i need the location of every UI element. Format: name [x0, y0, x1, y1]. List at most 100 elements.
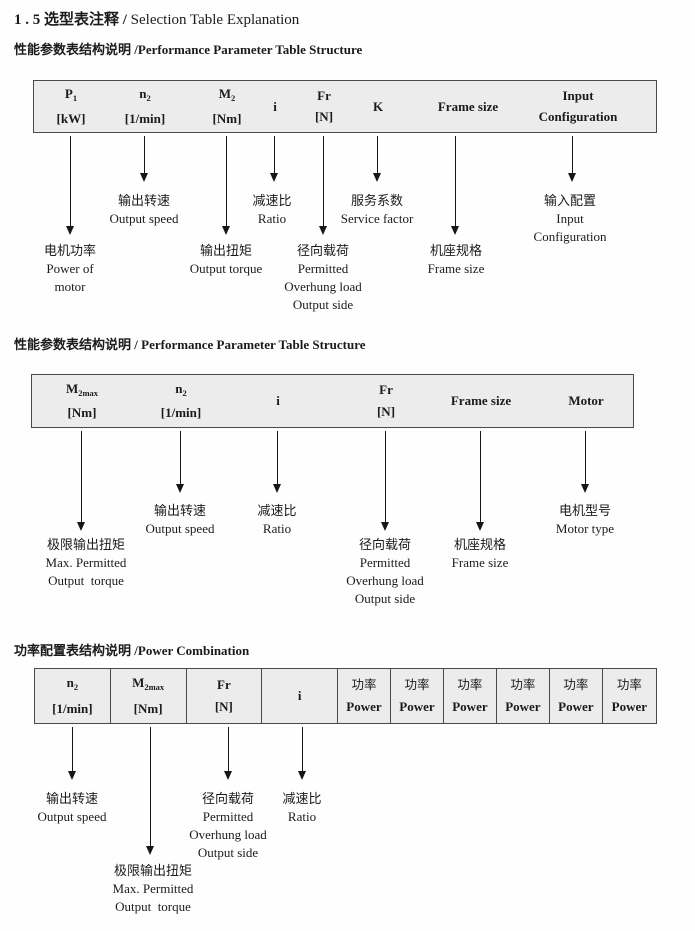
col-header-n2: n2 [1/min]: [35, 669, 111, 723]
col-header-frame-size: Frame size: [438, 81, 498, 132]
label-motor-type: 电机型号 Motor type: [556, 502, 614, 538]
col-symbol: Motor: [568, 393, 604, 408]
label-output-torque: 输出扭矩 Output torque: [190, 242, 263, 278]
col-header-input-configuration: Input Configuration: [539, 81, 618, 132]
section3-heading-cn: 功率配置表结构说明: [14, 643, 135, 658]
col-symbol: M2max: [65, 380, 99, 398]
arrow-head-icon: [66, 226, 74, 235]
col-header-power-2: 功率 Power: [391, 669, 444, 723]
col-header-i: i: [273, 81, 277, 132]
arrow-shaft: [571, 136, 573, 174]
arrow-head-icon: [270, 173, 278, 182]
arrow-head-icon: [77, 522, 85, 531]
col-symbol: n2: [175, 380, 187, 398]
col-symbol: Frame size: [437, 98, 499, 114]
col-header-power-5: 功率 Power: [550, 669, 603, 723]
col-symbol: 功率: [563, 677, 589, 692]
label-line: motor: [54, 279, 86, 294]
label-overhung-load: 径向载荷 Permitted Overhung load Output side: [284, 242, 362, 314]
arrow-head-icon: [222, 226, 230, 235]
section2-heading: 性能参数表结构说明 / Performance Parameter Table …: [14, 334, 366, 353]
col-unit: [1/min]: [124, 110, 166, 126]
col-header-m2max: M2max [Nm]: [66, 375, 98, 427]
arrow-frame-size: [476, 431, 484, 531]
arrow-head-icon: [140, 173, 148, 182]
col-header-fr: Fr [N]: [315, 81, 333, 132]
col-header-power-1: 功率 Power: [338, 669, 391, 723]
label-line: Max. Permitted: [112, 881, 194, 896]
arrow-output-speed: [140, 136, 148, 182]
col-symbol: M2max: [132, 675, 165, 693]
label-line: Output torque: [48, 573, 124, 588]
arrow-shaft: [227, 727, 229, 772]
col-unit: Power: [399, 699, 435, 715]
arrow-head-icon: [68, 771, 76, 780]
label-line: 电机型号: [558, 503, 612, 518]
arrow-overhung-load: [319, 136, 327, 235]
label-ratio: 减速比 Ratio: [252, 192, 291, 228]
label-ratio: 减速比 Ratio: [282, 790, 321, 826]
label-service-factor: 服务系数 Service factor: [341, 192, 414, 228]
col-symbol: n2: [139, 86, 151, 104]
arrow-shaft: [179, 431, 181, 485]
label-line: 极限输出扭矩: [113, 863, 193, 878]
col-unit: [Nm]: [67, 405, 97, 421]
arrow-shaft: [143, 136, 145, 174]
arrow-shaft: [80, 431, 82, 523]
col-header-frame-size: Frame size: [451, 375, 511, 427]
page-title-en: Selection Table Explanation: [130, 12, 300, 28]
col-header-fr: Fr [N]: [377, 375, 395, 427]
section1-heading-en: /Performance Parameter Table Structure: [134, 42, 363, 57]
arrow-head-icon: [373, 173, 381, 182]
label-line: Frame size: [427, 261, 485, 276]
label-line: 减速比: [252, 193, 292, 208]
label-line: Overhung load: [284, 279, 362, 294]
arrow-head-icon: [273, 484, 281, 493]
arrow-output-speed: [176, 431, 184, 493]
label-line: 机座规格: [429, 243, 483, 258]
arrow-shaft: [276, 431, 278, 485]
col-symbol-sub: 1: [72, 93, 78, 104]
label-max-torque: 极限输出扭矩 Max. Permitted Output torque: [46, 536, 127, 590]
label-line: Ratio: [287, 809, 317, 824]
label-line: Overhung load: [346, 573, 424, 588]
col-unit: Power: [505, 699, 541, 715]
label-line: 输出扭矩: [199, 243, 253, 258]
arrow-max-torque: [77, 431, 85, 531]
col-unit: [1/min]: [160, 405, 202, 421]
arrow-head-icon: [298, 771, 306, 780]
label-line: 径向载荷: [358, 537, 411, 552]
col-symbol: i: [276, 393, 280, 408]
arrow-output-speed: [68, 727, 76, 780]
arrow-ratio: [270, 136, 278, 182]
label-overhung-load: 径向载荷 Permitted Overhung load Output side: [189, 790, 267, 862]
col-unit: Power: [611, 699, 648, 715]
col-header-i: i: [276, 375, 280, 427]
arrow-shaft: [273, 136, 275, 174]
label-line: Power of: [46, 261, 94, 276]
col-unit: [kW]: [56, 110, 86, 126]
label-line: Output side: [292, 297, 354, 312]
label-line: 径向载荷: [201, 791, 254, 806]
arrow-shaft: [584, 431, 586, 485]
label-line: 输出转速: [45, 791, 98, 806]
col-symbol: M2: [218, 86, 236, 104]
col-unit: Configuration: [538, 109, 618, 125]
col-symbol: 功率: [404, 677, 430, 692]
col-header-n2: n2 [1/min]: [161, 375, 201, 427]
arrow-shaft: [69, 136, 71, 227]
col-unit: [1/min]: [52, 700, 93, 716]
label-line: Overhung load: [189, 827, 267, 842]
label-line: Output torque: [115, 899, 191, 914]
col-header-k: K: [373, 81, 383, 132]
col-unit: [Nm]: [133, 700, 163, 716]
label-line: Input: [556, 211, 584, 226]
col-symbol-sub: 2: [146, 93, 151, 104]
arrow-input-configuration: [568, 136, 576, 182]
col-header-power-6: 功率 Power: [603, 669, 656, 723]
label-line: Permitted: [359, 555, 411, 570]
label-line: Service factor: [340, 211, 414, 226]
perf-param-table-2: M2max [Nm] n2 [1/min] i Fr [N] Frame siz…: [31, 374, 634, 428]
section2-heading-cn: 性能参数表结构说明: [14, 337, 135, 352]
label-overhung-load: 径向载荷 Permitted Overhung load Output side: [346, 536, 424, 608]
